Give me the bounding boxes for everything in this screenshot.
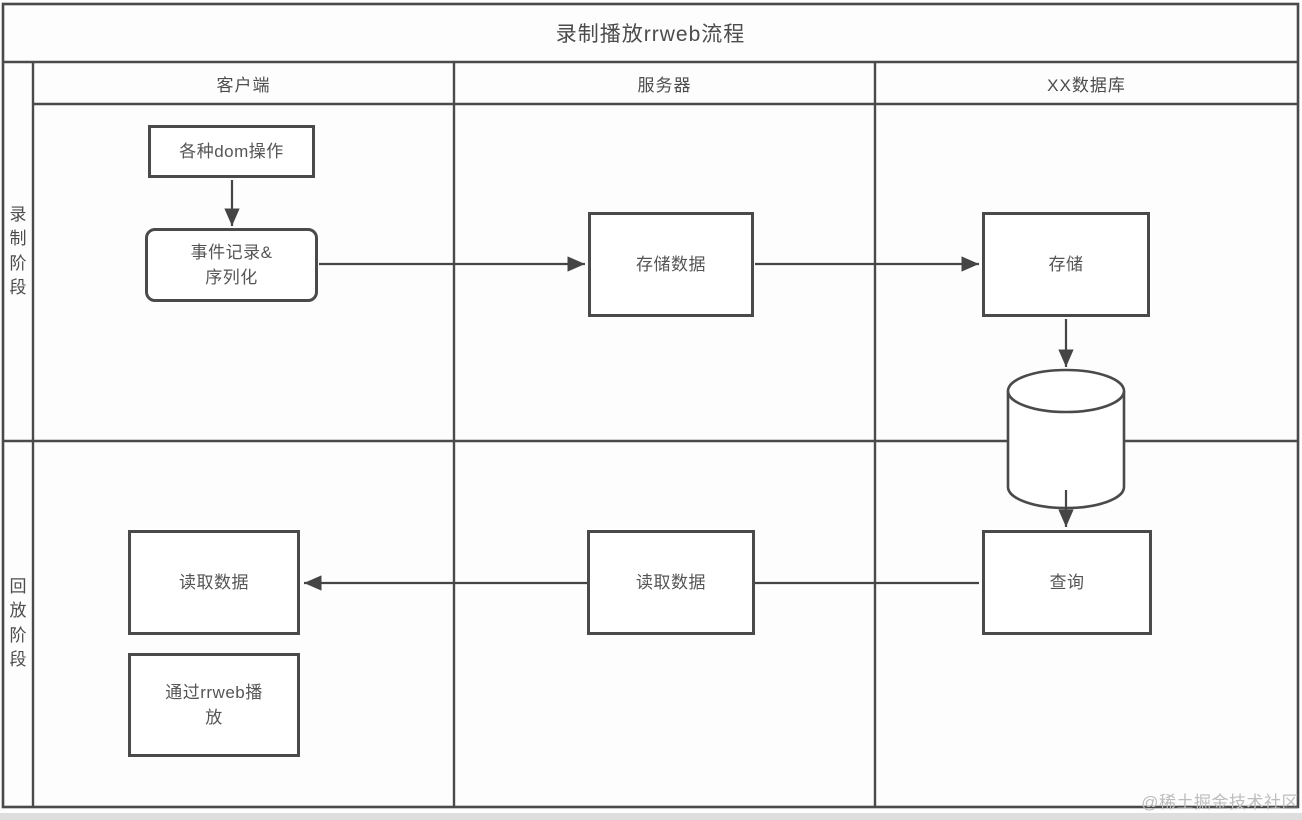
lane-header-database: XX数据库 (1047, 75, 1126, 95)
phase-label-playback: 回放阶段 (3, 441, 33, 806)
node-query-label: 查询 (1049, 572, 1085, 592)
node-read-data-client-label: 读取数据 (179, 572, 249, 592)
database-cylinder-icon (1006, 368, 1126, 510)
node-dom-operations-label: 各种dom操作 (179, 141, 284, 161)
phase-label-recording-text: 录制阶段 (9, 205, 27, 297)
node-read-data-server: 读取数据 (587, 530, 755, 635)
watermark: @稀土掘金技术社区 (1141, 793, 1299, 812)
node-query: 查询 (982, 530, 1152, 635)
node-play-via-rrweb: 通过rrweb播放 (128, 653, 300, 757)
phase-label-playback-text: 回放阶段 (9, 577, 27, 669)
lane-header-server: 服务器 (637, 75, 692, 95)
node-event-record-serialize: 事件记录&序列化 (145, 228, 318, 302)
diagram-title: 录制播放rrweb流程 (555, 23, 746, 46)
lane-header-client: 客户端 (216, 75, 271, 95)
node-store: 存储 (982, 212, 1150, 317)
node-event-record-serialize-label: 事件记录&序列化 (190, 242, 273, 288)
node-play-via-rrweb-label: 通过rrweb播放 (165, 682, 263, 728)
node-store-data: 存储数据 (588, 212, 754, 317)
node-store-data-label: 存储数据 (636, 254, 706, 274)
node-read-data-server-label: 读取数据 (636, 572, 706, 592)
bottom-edge-band (0, 813, 1302, 820)
phase-label-recording: 录制阶段 (3, 62, 33, 441)
node-store-label: 存储 (1048, 254, 1084, 274)
node-dom-operations: 各种dom操作 (148, 125, 315, 178)
node-read-data-client: 读取数据 (128, 530, 300, 635)
